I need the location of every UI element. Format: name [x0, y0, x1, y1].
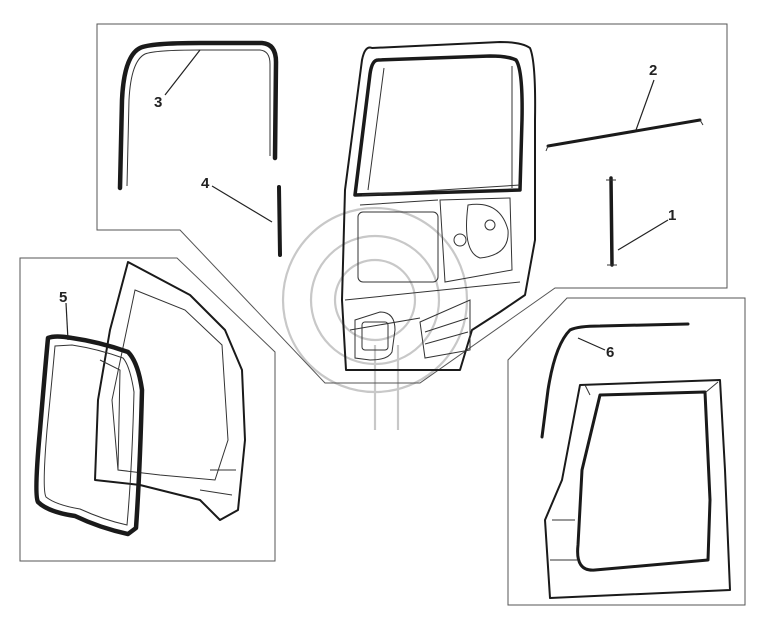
callout-label-4: 4 — [201, 175, 210, 192]
callout-leader-1 — [617, 219, 669, 251]
right-group-frame — [507, 297, 746, 606]
callout-label-5: 5 — [59, 289, 67, 306]
callout-leader-3 — [164, 49, 201, 96]
door-seal-part-5 — [34, 334, 145, 537]
glass-run-channel-part-3 — [117, 40, 279, 191]
callout-leader-5 — [65, 302, 69, 341]
callout-leader-6 — [577, 337, 606, 351]
watermark-logo — [281, 206, 469, 430]
seal-strip-part-4 — [277, 185, 282, 257]
callout-label-3: 3 — [154, 94, 162, 111]
callout-label-1: 1 — [668, 207, 676, 224]
callout-label-2: 2 — [649, 62, 657, 79]
left-group-frame — [19, 257, 276, 562]
right-door-frame — [544, 379, 731, 599]
guide-rail-part-1 — [606, 176, 617, 267]
window-strip-part-2 — [545, 118, 704, 152]
left-door-frame — [94, 261, 246, 521]
callout-leader-4 — [211, 185, 273, 223]
roof-strip-part-6 — [540, 322, 690, 439]
main-group-frame — [96, 23, 728, 384]
callout-leader-2 — [635, 79, 655, 131]
callout-label-6: 6 — [606, 344, 614, 361]
door-inner-panel — [341, 41, 537, 371]
